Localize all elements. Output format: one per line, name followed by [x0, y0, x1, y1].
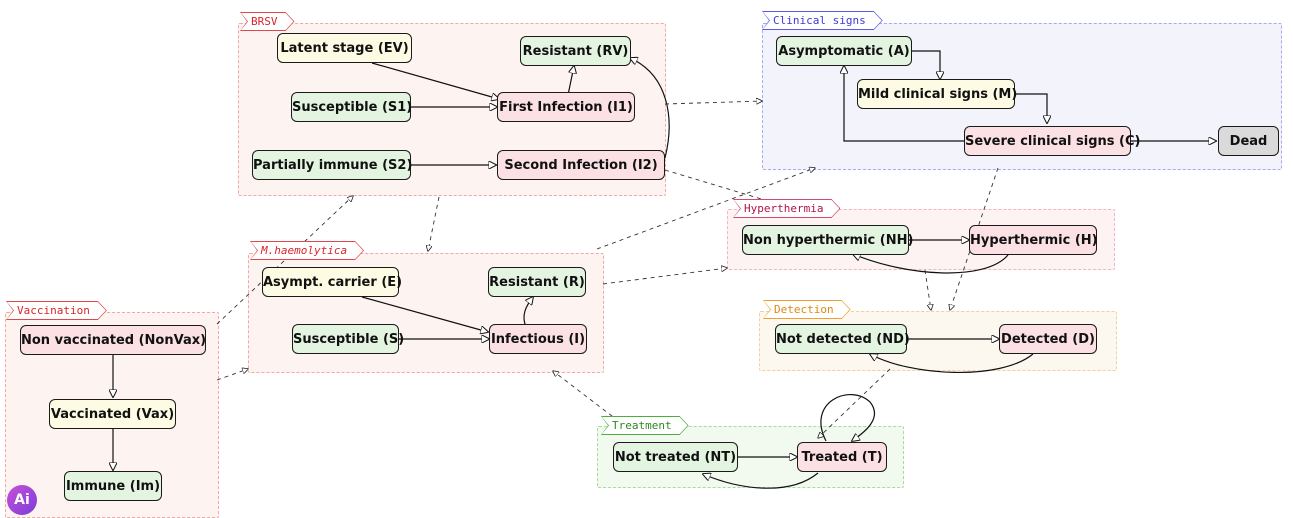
link-vacc-mhaem	[216, 369, 248, 381]
node-asympt-carrier-e: Asympt. carrier (E)	[262, 267, 402, 297]
node-not-detected-nd: Not detected (ND)	[775, 324, 910, 354]
node-susceptible-s: Susceptible (S)	[292, 324, 404, 354]
edge-h-nh	[853, 254, 1009, 274]
node-susceptible-s1: Susceptible (S1)	[291, 92, 412, 122]
node-non-vaccinated: Non vaccinated (NonVax)	[20, 325, 206, 355]
node-resistant-r: Resistant (R)	[488, 267, 586, 297]
edge-e-i	[361, 296, 488, 332]
node-latent-ev: Latent stage (EV)	[277, 33, 412, 63]
edge-c-a	[844, 66, 964, 142]
node-vaccinated: Vaccinated (Vax)	[49, 399, 176, 429]
node-partially-immune-s2: Partially immune (S2)	[252, 150, 412, 180]
link-mhaem-clinical	[596, 168, 815, 250]
node-second-infection-i2: Second Infection (I2)	[497, 150, 665, 180]
node-hyperthermic-h: Hyperthermic (H)	[969, 225, 1098, 255]
link-brsv-clinical	[664, 101, 762, 105]
node-infectious-i: Infectious (I)	[489, 324, 587, 354]
node-immune: Immune (Im)	[64, 471, 162, 501]
edge-t-t	[820, 393, 876, 441]
node-non-hyperthermic-nh: Non hyperthermic (NH)	[742, 225, 913, 255]
node-dead: Dead	[1218, 126, 1279, 156]
edge-m-c	[1015, 93, 1047, 123]
ai-logo-icon[interactable]: Ai	[7, 485, 37, 515]
link-vacc-brsv	[216, 196, 353, 325]
edge-i-r	[523, 297, 533, 328]
node-first-infection-i1: First Infection (I1)	[497, 92, 635, 122]
detection-tag: Detection	[763, 300, 851, 319]
link-mhaem-hyperthermia	[602, 268, 727, 285]
brsv-tag: BRSV	[240, 12, 295, 31]
node-mild-m: Mild clinical signs (M)	[857, 79, 1017, 109]
edge-t-nt	[703, 472, 819, 489]
node-asymptomatic-a: Asymptomatic (A)	[776, 36, 912, 66]
clinical-signs-tag: Clinical signs	[762, 11, 883, 30]
link-detection-treatment	[818, 368, 891, 438]
edge-d-nd	[870, 354, 1034, 373]
node-resistant-rv: Resistant (RV)	[520, 36, 631, 66]
hyperthermia-tag: Hyperthermia	[733, 199, 840, 218]
edge-ev-i1	[371, 62, 499, 99]
vaccination-tag: Vaccination	[6, 301, 107, 320]
treatment-tag: Treatment	[601, 416, 689, 435]
node-treated-t: Treated (T)	[797, 442, 887, 472]
edge-i1-rv	[567, 66, 574, 96]
mhaemolytica-tag: M.haemolytica	[250, 241, 364, 260]
edge-i2-rv	[630, 58, 670, 159]
node-not-treated-nt: Not treated (NT)	[613, 442, 738, 472]
node-detected-d: Detected (D)	[999, 324, 1097, 354]
link-treatment-mhaem	[553, 371, 626, 427]
node-severe-c: Severe clinical signs (C)	[964, 126, 1140, 156]
link-brsv-hyperthermia	[664, 169, 779, 205]
edge-a-m	[912, 50, 940, 79]
link-hyperthermia-detection	[924, 269, 931, 310]
link-brsv-mhaem	[428, 196, 440, 251]
